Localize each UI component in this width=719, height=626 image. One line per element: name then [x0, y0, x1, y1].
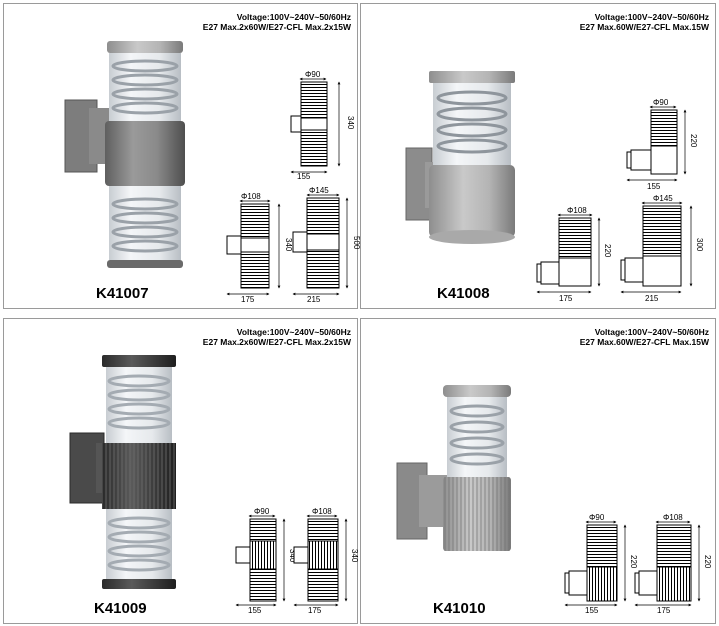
- height-label: 340: [350, 549, 359, 563]
- height-label: 220: [703, 555, 712, 569]
- model-number: K41008: [437, 285, 490, 302]
- dimension-diagram: Φ108 340 175: [226, 192, 293, 304]
- dimension-diagram: Φ108 220 175: [536, 206, 612, 303]
- height-label: 220: [629, 555, 638, 569]
- width-label: 155: [248, 606, 262, 615]
- dimension-diagram: Φ108 220 175: [634, 513, 712, 615]
- diameter-label: Φ108: [567, 206, 587, 215]
- product-panel: Voltage:100V~240V~50/60Hz E27 Max.60W/E2…: [360, 3, 716, 309]
- lamp-photo: [69, 355, 176, 589]
- width-label: 215: [645, 294, 659, 303]
- dimension-diagram: Φ90 340 155: [235, 507, 297, 615]
- dimension-diagram: Φ108 340 175: [293, 507, 359, 615]
- height-label: 300: [695, 238, 704, 252]
- diameter-label: Φ108: [241, 192, 261, 201]
- lamp-photo: [405, 71, 515, 244]
- product-panel: Voltage:100V~240V~50/60Hz E27 Max.60W/E2…: [360, 318, 716, 624]
- model-number: K41009: [94, 600, 147, 617]
- width-label: 155: [647, 182, 661, 191]
- width-label: 175: [241, 295, 255, 304]
- diameter-label: Φ108: [312, 507, 332, 516]
- voltage-text: Voltage:100V~240V~50/60Hz: [236, 12, 351, 22]
- width-label: 175: [559, 294, 573, 303]
- product-panel: Voltage:100V~240V~50/60Hz E27 Max.2x60W/…: [3, 318, 359, 624]
- lamp-photo: [396, 385, 511, 551]
- spec-text: Voltage:100V~240V~50/60Hz E27 Max.2x60W/…: [203, 327, 351, 347]
- power-text: E27 Max.60W/E27-CFL Max.15W: [579, 337, 709, 347]
- diameter-label: Φ108: [663, 513, 683, 522]
- spec-text: Voltage:100V~240V~50/60Hz E27 Max.2x60W/…: [203, 12, 351, 32]
- height-label: 220: [689, 134, 698, 148]
- diameter-label: Φ90: [653, 98, 669, 107]
- voltage-text: Voltage:100V~240V~50/60Hz: [236, 327, 351, 337]
- height-label: 340: [288, 549, 297, 563]
- diameter-label: Φ90: [254, 507, 270, 516]
- height-label: 500: [352, 236, 361, 250]
- width-label: 175: [657, 606, 671, 615]
- diameter-label: Φ145: [309, 186, 329, 195]
- spec-text: Voltage:100V~240V~50/60Hz E27 Max.60W/E2…: [580, 327, 709, 347]
- height-label: 340: [346, 116, 355, 130]
- dimension-diagram: Φ90 220 155: [564, 513, 638, 615]
- height-label: 340: [284, 238, 293, 252]
- power-text: E27 Max.2x60W/E27-CFL Max.2x15W: [202, 337, 351, 347]
- width-label: 155: [297, 172, 311, 181]
- voltage-text: Voltage:100V~240V~50/60Hz: [594, 12, 709, 22]
- width-label: 155: [585, 606, 599, 615]
- product-panel: Voltage:100V~240V~50/60Hz E27 Max.2x60W/…: [3, 3, 361, 309]
- dimension-diagram: Φ90 340 155: [290, 70, 355, 181]
- diameter-label: Φ145: [653, 194, 673, 203]
- dimension-diagram: Φ145 500 215: [292, 186, 361, 304]
- height-label: 220: [603, 244, 612, 258]
- dimension-diagram: Φ145 300 215: [620, 194, 704, 303]
- width-label: 175: [308, 606, 322, 615]
- model-number: K41010: [433, 600, 486, 617]
- lamp-photo: [64, 41, 185, 268]
- diameter-label: Φ90: [589, 513, 605, 522]
- dimension-diagram: Φ90 220 155: [626, 98, 698, 191]
- diameter-label: Φ90: [305, 70, 321, 79]
- model-number: K41007: [96, 285, 149, 302]
- spec-text: Voltage:100V~240V~50/60Hz E27 Max.60W/E2…: [580, 12, 709, 32]
- power-text: E27 Max.2x60W/E27-CFL Max.2x15W: [202, 22, 351, 32]
- power-text: E27 Max.60W/E27-CFL Max.15W: [579, 22, 709, 32]
- width-label: 215: [307, 295, 321, 304]
- voltage-text: Voltage:100V~240V~50/60Hz: [594, 327, 709, 337]
